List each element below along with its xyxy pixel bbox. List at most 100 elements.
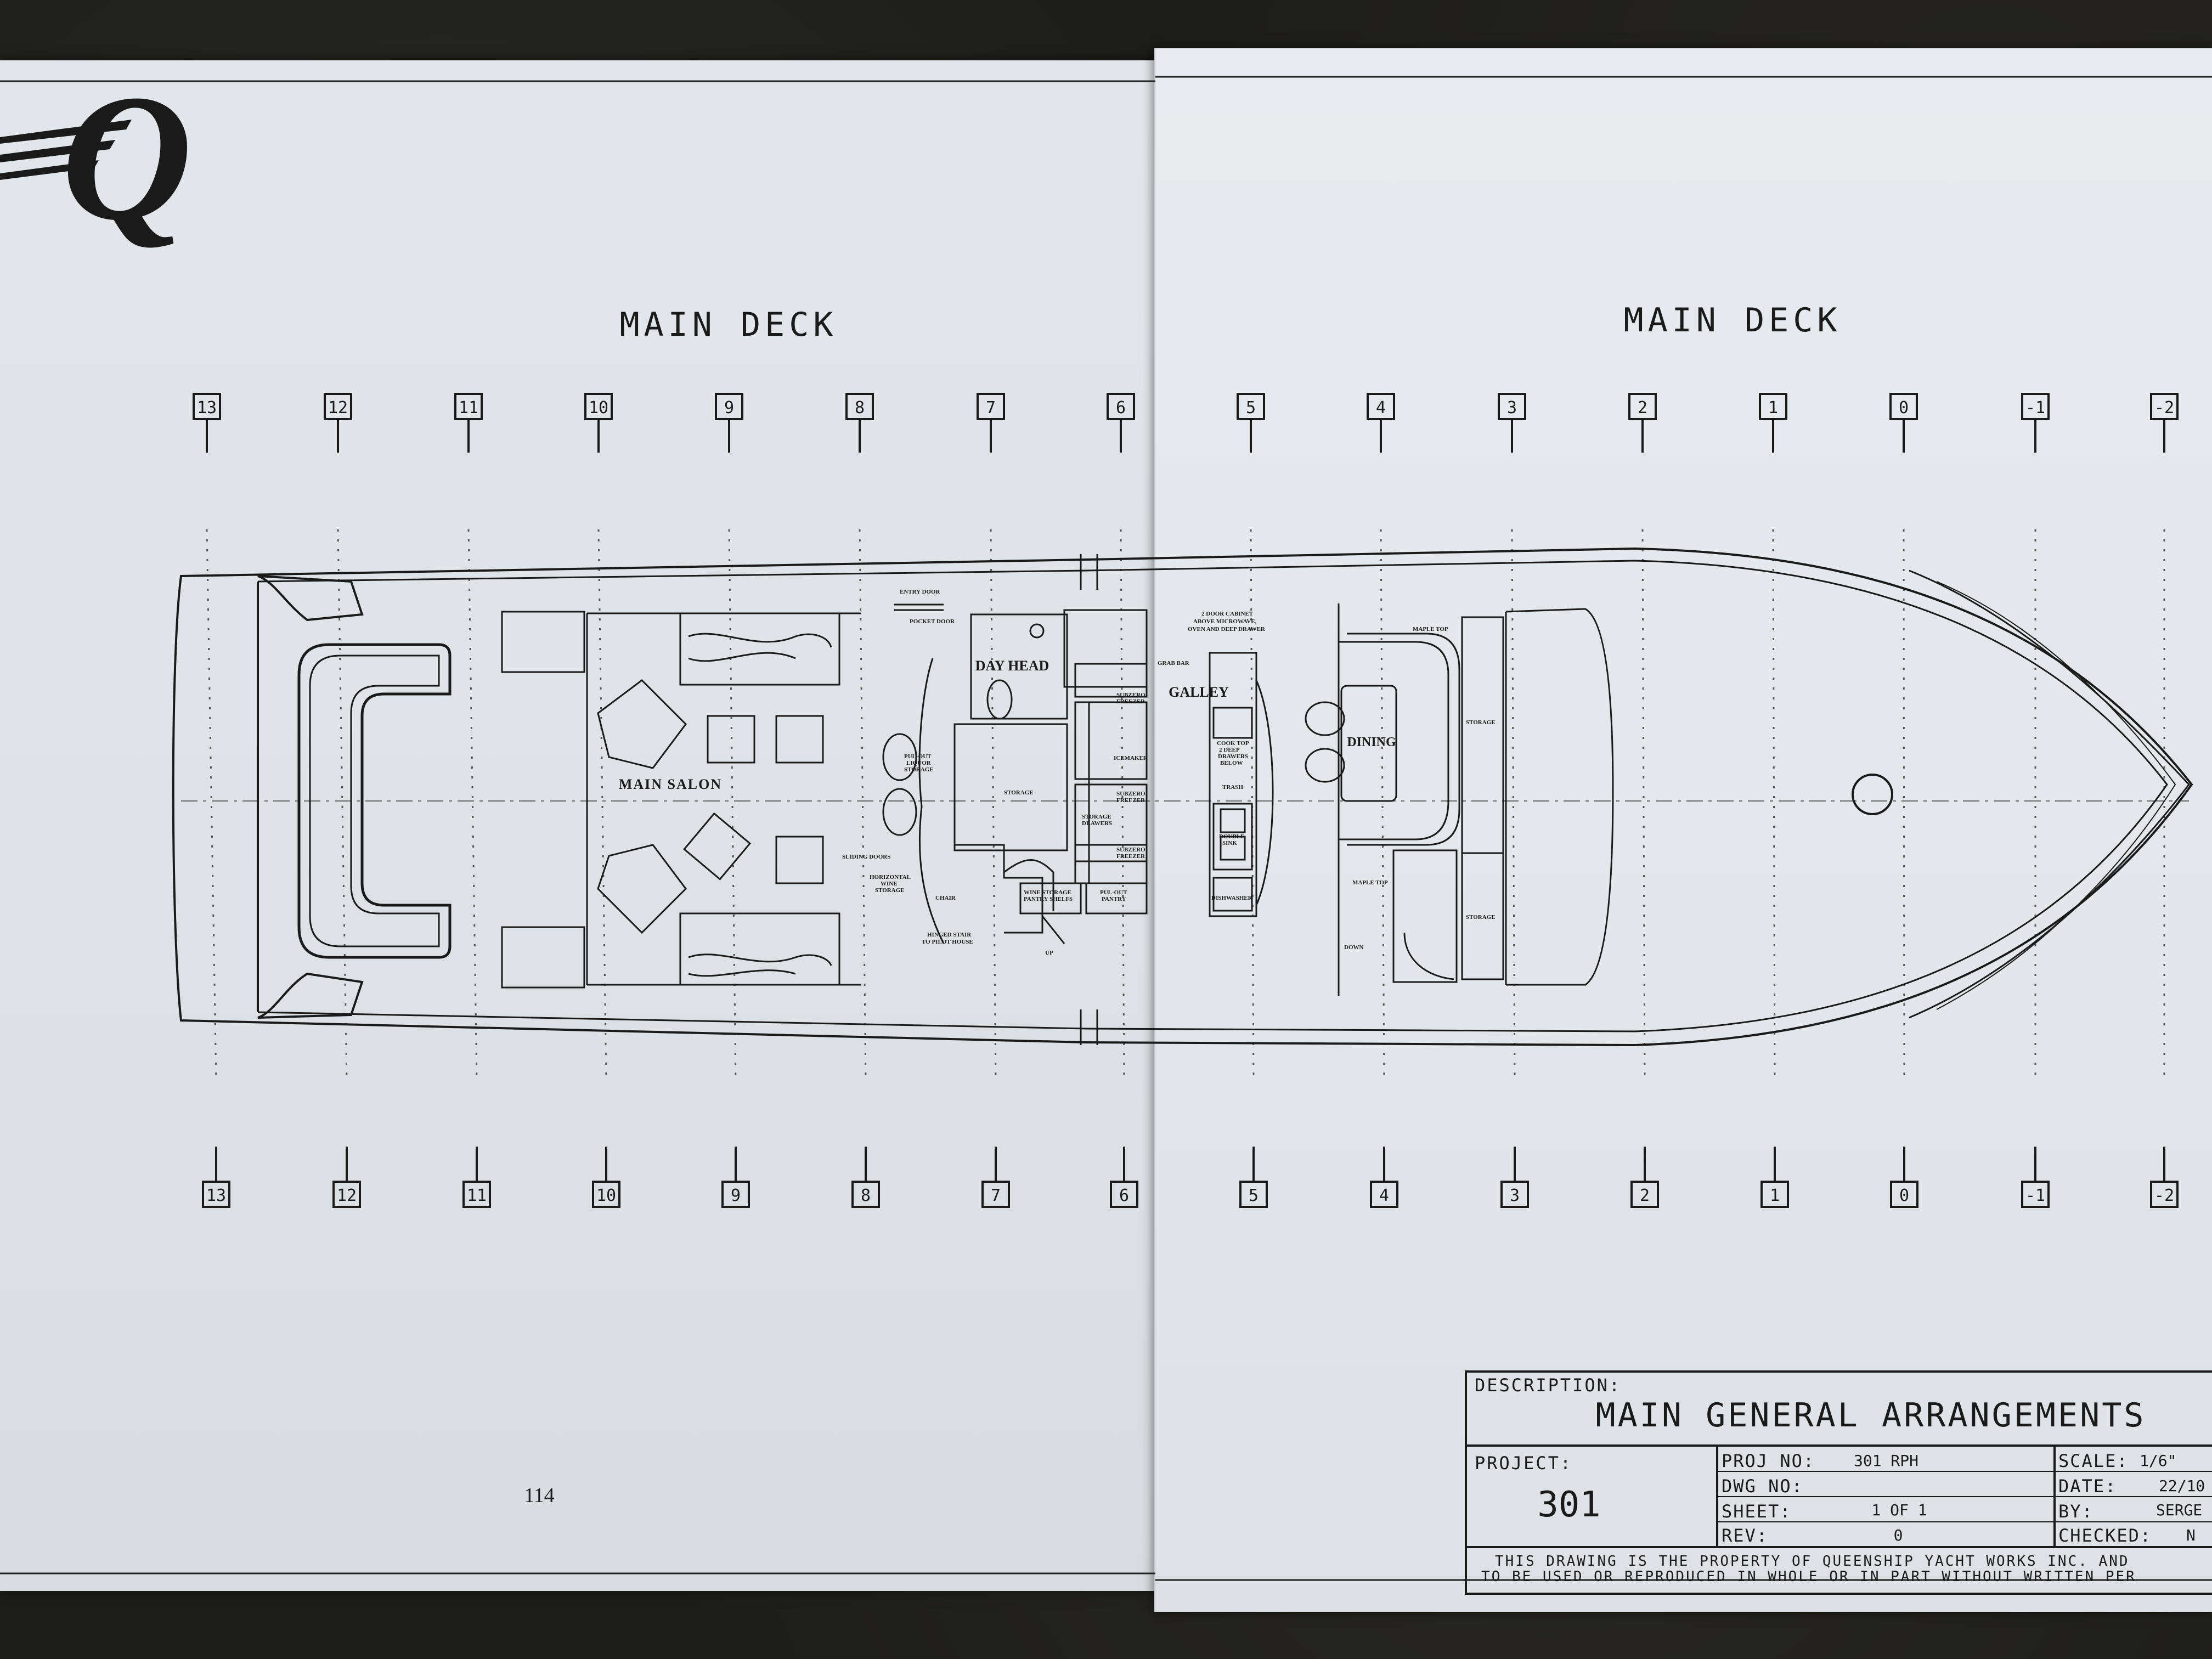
note-dishwasher: DISHWASHER [1211, 895, 1253, 901]
station-marker-top: 1 [1759, 393, 1787, 453]
date-label: DATE: [2058, 1476, 2117, 1497]
station-dotted-line [728, 529, 737, 1081]
note-cabinet-2: ABOVE MICROWAVE, [1193, 618, 1257, 625]
main-deck-heading-left: MAIN DECK [619, 306, 837, 344]
station-label: 10 [589, 398, 608, 417]
note-freezer-2: FREEZER [1116, 797, 1146, 804]
page-number: 114 [524, 1484, 555, 1507]
note-pullout-pantry-1: PUL-OUT [1100, 889, 1127, 896]
note-wine-storage-2: PANTRY SHELFS [1024, 896, 1073, 902]
day-head-label: DAY HEAD [975, 658, 1049, 674]
note-cooktop-4: BELOW [1220, 760, 1243, 766]
station-label: 12 [337, 1186, 357, 1205]
station-marker-bottom: -1 [2021, 1147, 2050, 1208]
station-marker-top: 13 [193, 393, 221, 453]
note-subzero-2: SUBZERO [1116, 791, 1146, 797]
station-marker-bottom: 11 [462, 1147, 491, 1208]
hull-outline [172, 547, 2193, 1047]
note-subzero-3: SUBZERO [1116, 847, 1146, 853]
checked-value: N [2186, 1526, 2196, 1544]
station-marker-top: 2 [1628, 393, 1657, 453]
station-label: 0 [1899, 398, 1909, 417]
date-value: 22/10 [2159, 1477, 2205, 1495]
station-marker-bottom: 13 [202, 1147, 230, 1208]
station-marker-top: 4 [1367, 393, 1395, 453]
station-dotted-line [1120, 529, 1125, 1081]
station-marker-top: 5 [1237, 393, 1265, 453]
station-marker-top: 11 [454, 393, 483, 453]
note-maple-top-2: MAPLE TOP [1352, 879, 1388, 886]
note-grab-bar: GRAB BAR [1158, 660, 1190, 667]
station-label: 7 [986, 398, 996, 417]
station-label: 7 [991, 1186, 1001, 1205]
description-label: DESCRIPTION: [1475, 1375, 1621, 1396]
note-pullout-liquor-2: LIQUOR [906, 760, 932, 766]
sheet-border-lines [0, 76, 2212, 1581]
station-marker-top: 8 [845, 393, 874, 453]
dwg-no-label: DWG NO: [1722, 1476, 1803, 1497]
station-label: -1 [2025, 398, 2045, 417]
station-marker-bottom: 3 [1500, 1147, 1529, 1208]
note-chair: CHAIR [935, 895, 956, 901]
main-deck-heading-right: MAIN DECK [1623, 301, 1841, 340]
project-number: 301 [1537, 1485, 1601, 1525]
station-marker-top: 9 [715, 393, 743, 453]
galley-label: GALLEY [1169, 684, 1229, 700]
station-label: 10 [596, 1186, 616, 1205]
station-marker-top: 12 [324, 393, 352, 453]
station-dotted-line [1772, 529, 1776, 1081]
note-down: DOWN [1344, 944, 1364, 951]
scale-value: 1/6" [2140, 1452, 2176, 1470]
description-title: MAIN GENERAL ARRANGEMENTS [1595, 1396, 2146, 1435]
note-horizontal-wine-3: STORAGE [875, 887, 905, 894]
station-label: 11 [459, 398, 478, 417]
dining-furniture [1305, 603, 1893, 996]
note-cabinet-1: 2 DOOR CABINET [1201, 611, 1254, 617]
station-label: 1 [1768, 398, 1778, 417]
station-dotted-line [206, 529, 217, 1081]
station-marker-bottom: 8 [851, 1147, 880, 1208]
sheet-label: SHEET: [1722, 1501, 1792, 1522]
station-label: 9 [724, 398, 734, 417]
logo-letter: Q [61, 58, 192, 258]
note-subzero-1: SUBZERO [1116, 692, 1146, 698]
station-label: 2 [1640, 1186, 1650, 1205]
station-marker-bottom: 4 [1370, 1147, 1398, 1208]
station-label: 5 [1249, 1186, 1259, 1205]
dining-label: DINING [1347, 735, 1396, 749]
note-sliding-doors: SLIDING DOORS [842, 854, 890, 860]
note-storage-drawers-1: STORAGE [1082, 814, 1111, 820]
note-trash: TRASH [1222, 784, 1243, 791]
station-dotted-line [597, 529, 607, 1081]
note-cooktop-2: 2 DEEP [1219, 747, 1240, 753]
title-block: DESCRIPTION: MAIN GENERAL ARRANGEMENTS P… [1465, 1370, 2212, 1595]
rev-label: REV: [1722, 1525, 1768, 1546]
note-pullout-pantry-2: PANTRY [1102, 896, 1126, 902]
drawing-sheet-right [1154, 48, 2212, 1612]
station-dotted-line [467, 529, 478, 1081]
station-dotted-line [1380, 529, 1385, 1081]
station-label: 0 [1899, 1186, 1909, 1205]
by-label: BY: [2058, 1501, 2094, 1522]
sheet-value: 1 OF 1 [1871, 1501, 1927, 1519]
station-marker-bottom: 2 [1630, 1147, 1659, 1208]
station-marker-bottom: 1 [1760, 1147, 1789, 1208]
station-marker-bottom: 9 [721, 1147, 750, 1208]
station-label: 3 [1510, 1186, 1520, 1205]
station-dotted-line [990, 529, 997, 1081]
disclaimer-line-1: THIS DRAWING IS THE PROPERTY OF QUEENSHI… [1495, 1553, 2130, 1570]
station-label: 4 [1376, 398, 1386, 417]
side-gate-marks [1080, 554, 1098, 1045]
station-label: 4 [1379, 1186, 1389, 1205]
station-marker-bottom: 0 [1890, 1147, 1918, 1208]
note-freezer-1: FREEZER [1116, 698, 1146, 705]
note-freezer-3: FREEZER [1116, 853, 1146, 860]
station-marker-top: 3 [1498, 393, 1526, 453]
note-hinged-stair-1: HINGED STAIR [927, 932, 972, 938]
annotation-notes: ENTRY DOOR POCKET DOOR 2 DOOR CABINET AB… [842, 589, 1496, 956]
note-storage-aft: STORAGE [1466, 914, 1496, 921]
station-marker-bottom: 10 [592, 1147, 620, 1208]
disclaimer-line-2: TO BE USED OR REPRODUCED IN WHOLE OR IN … [1481, 1568, 2136, 1585]
aft-cockpit-seating [257, 575, 452, 1019]
